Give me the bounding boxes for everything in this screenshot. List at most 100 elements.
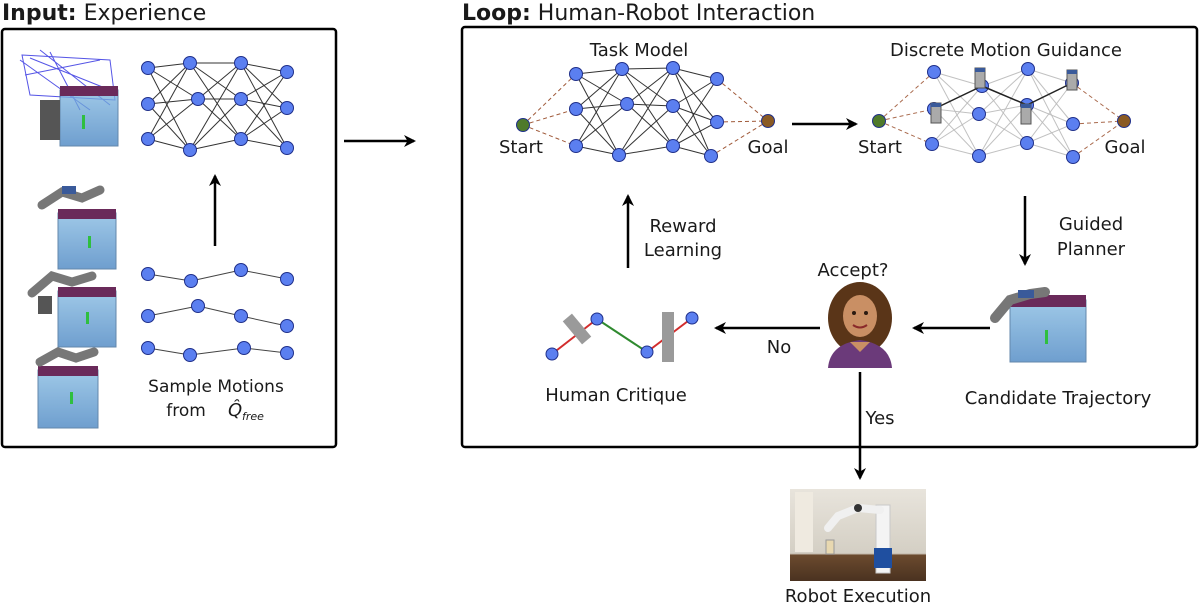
network-edge xyxy=(240,62,288,73)
network-edge xyxy=(931,113,980,145)
input-panel: Input: Experience xyxy=(0,1,338,449)
network-node xyxy=(1117,114,1131,128)
network-edge xyxy=(1072,120,1125,125)
network-node xyxy=(666,61,680,75)
network-edge xyxy=(197,98,242,140)
network-edge xyxy=(240,107,288,140)
sample-motion-node xyxy=(280,319,294,333)
q-free-subscript: free xyxy=(242,410,264,423)
network-edge xyxy=(147,62,191,105)
network-edge xyxy=(1026,82,1073,144)
robot-illustration-2 xyxy=(37,185,117,270)
network-edge xyxy=(147,138,191,151)
network-node xyxy=(280,65,294,79)
network-node xyxy=(972,107,986,121)
network-edge xyxy=(147,67,199,100)
network-edge xyxy=(189,62,242,100)
sample-motion-edge xyxy=(147,347,191,356)
network-edge xyxy=(672,78,718,107)
network-node xyxy=(1020,136,1034,150)
accept-question-label: Accept? xyxy=(818,260,889,281)
network-node xyxy=(569,102,583,116)
robot-illustration-top xyxy=(19,49,119,147)
network-edge xyxy=(672,121,718,147)
sample-motion-edge xyxy=(240,269,288,280)
sample-motion-edge xyxy=(197,305,242,317)
network-edge xyxy=(981,85,1028,144)
network-edge xyxy=(933,71,983,87)
network-edge xyxy=(618,67,674,156)
network-edge xyxy=(575,73,628,105)
network-node xyxy=(615,62,629,76)
input-title-rest: Experience xyxy=(77,1,207,26)
network-node xyxy=(183,56,197,70)
network-edge xyxy=(931,143,980,157)
network-edge xyxy=(672,105,718,123)
human-critique-label: Human Critique xyxy=(545,385,687,406)
task-model-network xyxy=(516,61,775,163)
network-edge xyxy=(575,68,623,75)
network-edge xyxy=(618,105,674,156)
network-node xyxy=(666,139,680,153)
guidance-path-edge xyxy=(1026,82,1073,106)
candidate-trajectory-robot xyxy=(990,287,1087,363)
network-edge xyxy=(933,71,980,157)
network-node xyxy=(1066,150,1080,164)
network-node xyxy=(972,149,986,163)
network-node xyxy=(191,92,205,106)
input-title-bold: Input: xyxy=(2,1,77,26)
network-edge xyxy=(716,78,769,122)
network-edge xyxy=(626,103,674,147)
network-edge xyxy=(1027,68,1074,158)
sample-motion-node xyxy=(141,267,155,281)
robot-execution-label: Robot Execution xyxy=(785,586,931,603)
network-edge xyxy=(878,120,933,145)
network-node xyxy=(280,141,294,155)
network-edge xyxy=(672,78,718,147)
experience-network xyxy=(141,56,294,157)
network-edge xyxy=(147,62,191,140)
network-node xyxy=(620,97,634,111)
network-node xyxy=(710,72,724,86)
network-edge xyxy=(147,62,191,69)
start-label-guidance: Start xyxy=(858,137,902,158)
network-node xyxy=(569,139,583,153)
network-node xyxy=(612,148,626,162)
network-edge xyxy=(147,103,191,151)
network-edge xyxy=(933,71,980,115)
guidance-path-edge xyxy=(981,85,1028,106)
network-edge xyxy=(672,67,718,80)
network-node xyxy=(183,143,197,157)
network-node xyxy=(872,114,886,128)
loop-panel: Loop: Human-Robot Interaction Task Model… xyxy=(460,1,1199,480)
network-edge xyxy=(189,62,242,151)
network-node xyxy=(1066,117,1080,131)
network-edge xyxy=(978,68,1029,115)
sample-motion-node xyxy=(183,348,197,362)
network-edge xyxy=(978,142,1028,157)
network-edge xyxy=(1071,82,1125,122)
network-edge xyxy=(672,105,712,157)
network-node xyxy=(927,65,941,79)
network-node xyxy=(704,149,718,163)
sample-motion-node xyxy=(184,274,198,288)
network-edge xyxy=(522,73,577,126)
candidate-trajectory-label: Candidate Trajectory xyxy=(965,388,1152,409)
network-edge xyxy=(978,104,1028,115)
network-edge xyxy=(621,67,674,70)
network-edge xyxy=(626,67,674,105)
network-edge xyxy=(189,62,242,140)
sample-motion-node xyxy=(234,309,248,323)
network-edge xyxy=(1026,104,1074,158)
no-label: No xyxy=(767,337,791,358)
guidance-path-edge xyxy=(933,85,983,110)
network-edge xyxy=(240,138,288,149)
guided-planner-label-2: Planner xyxy=(1057,239,1126,260)
loop-panel-border xyxy=(460,25,1199,449)
sample-motion-node xyxy=(280,346,294,360)
sample-motion-node xyxy=(141,341,155,355)
goal-label-guidance: Goal xyxy=(1105,137,1146,158)
network-edge xyxy=(147,98,199,140)
network-node xyxy=(666,99,680,113)
